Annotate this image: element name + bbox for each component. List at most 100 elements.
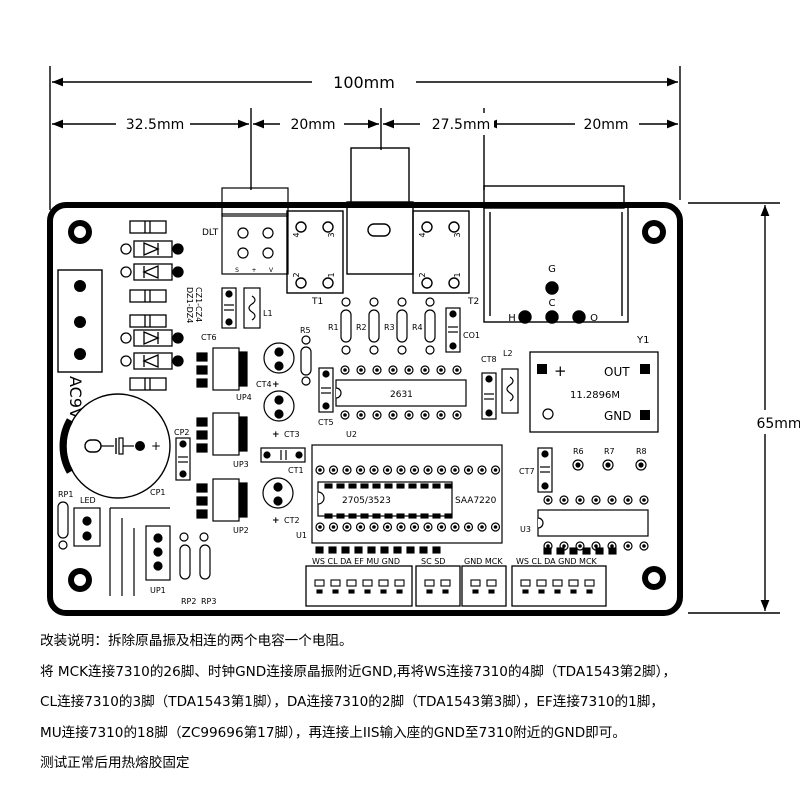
pin-hole-center — [466, 468, 471, 472]
resistors-r1-r4 — [340, 297, 436, 355]
pin-pad — [364, 589, 371, 594]
pin-hole-center — [358, 525, 363, 529]
zener-label-1: DZ1-DZ4 — [185, 287, 194, 323]
pin-hole-center — [359, 413, 363, 417]
l2-label: L2 — [503, 349, 513, 358]
pin-pad — [378, 579, 389, 587]
pin-hole-center — [594, 544, 598, 548]
t1-pin-2: 2 — [292, 272, 301, 277]
pin-hole-center — [391, 413, 395, 417]
pin-hole-center — [439, 368, 443, 372]
total-width-label: 100mm — [333, 73, 395, 92]
pin-hole-center — [480, 525, 484, 529]
diode-bridge — [120, 220, 184, 391]
pin-hole-center — [358, 468, 363, 472]
crystal-gnd-label: GND — [604, 409, 632, 423]
pin-pad — [324, 483, 333, 489]
pin-hole-center — [493, 525, 498, 529]
pin-hole-center — [466, 525, 471, 529]
ct2-plus: + — [272, 516, 280, 526]
pin-pad — [384, 513, 393, 519]
pin-pad — [362, 579, 373, 587]
pin-pad — [538, 589, 545, 594]
pin-hole-center — [345, 468, 349, 472]
ct8-l2 — [481, 368, 519, 420]
pin-pad — [348, 483, 357, 489]
ct4-label: CT4 — [256, 380, 272, 389]
ac9v-label: AC9V — [66, 376, 85, 419]
pin-hole-center — [359, 368, 363, 372]
r1-label: R1 — [328, 323, 339, 332]
ct7-label: CT7 — [519, 467, 535, 476]
regulators — [196, 347, 248, 522]
pin-pad — [552, 579, 563, 587]
pin-hole-center — [412, 468, 417, 472]
dlt-pin-v: V — [269, 267, 274, 274]
chip-saa-label: SAA7220 — [455, 496, 497, 506]
pin-pad — [332, 589, 339, 594]
pin-pad — [396, 589, 403, 594]
pin-pad — [472, 589, 479, 594]
pin-hole-center — [453, 525, 457, 529]
conn-1-label: WS CL DA EF MU GND — [312, 557, 400, 566]
pin-pad — [568, 579, 579, 587]
pin-hole-center — [480, 468, 484, 472]
pin-hole-center — [642, 544, 646, 548]
pin-pad — [316, 589, 323, 594]
pin-hole-center — [385, 468, 390, 472]
pin-pad — [556, 547, 565, 555]
pin-hole-center — [407, 413, 411, 417]
pin-hole-center — [331, 468, 336, 472]
pin-pad — [595, 547, 604, 555]
pin-hole-center — [331, 525, 336, 529]
zener-label-2: CZ1-CZ4 — [194, 287, 203, 322]
cp2-label: CP2 — [174, 428, 190, 437]
pin-pad — [315, 546, 324, 554]
pin-pad — [432, 513, 441, 519]
pin-hole-center — [385, 525, 390, 529]
pin-pad — [432, 546, 441, 554]
u2-chip — [335, 379, 467, 407]
ct6-l1 — [221, 287, 261, 329]
pin-pad — [582, 547, 591, 555]
pin-hole-center — [626, 544, 630, 548]
pin-hole-center — [439, 468, 444, 472]
pin-hole-center — [546, 498, 550, 502]
pin-pad — [393, 546, 402, 554]
note-line-2: 将 MCK连接7310的26脚、时钟GND连接原晶振附近GND,再将WS连接73… — [40, 663, 677, 680]
dim-height: 65mm — [756, 416, 800, 432]
ct4-plus: + — [272, 380, 280, 390]
chip-main-label: 2705/3523 — [342, 496, 391, 506]
ct8-label: CT8 — [481, 355, 497, 364]
pin-hole-center — [610, 544, 614, 548]
pin-hole-center — [343, 368, 347, 372]
pin-pad — [348, 513, 357, 519]
pin-hole-center — [343, 413, 347, 417]
pin-pad — [354, 546, 363, 554]
pin-pad — [486, 579, 497, 587]
pin-pad — [330, 579, 341, 587]
up3-label: UP3 — [233, 460, 249, 469]
pin-hole-center — [455, 413, 459, 417]
t1-pin-3: 3 — [327, 232, 336, 237]
rp3-label: RP3 — [201, 597, 216, 606]
note-line-5: 测试正常后用热熔胶固定 — [40, 755, 190, 771]
pin-pad — [584, 579, 595, 587]
r8-label: R8 — [636, 447, 647, 456]
pin-pad — [442, 589, 449, 594]
mounting-holes — [68, 220, 666, 592]
rp1-led-area — [57, 501, 101, 550]
pin-hole-center — [345, 525, 349, 529]
co1-label: CO1 — [463, 331, 480, 340]
pin-pad — [367, 546, 376, 554]
pin-pad — [522, 589, 529, 594]
co1-capacitor — [445, 307, 461, 353]
cp2-capacitor — [175, 437, 191, 481]
pin-hole-center — [578, 544, 582, 548]
connector-labels: WS CL DA EF MU GND SC SD GND MCK WS CL D… — [312, 557, 598, 566]
conn-4-label: WS CL DA GND MCK — [516, 557, 598, 566]
cp1-label: CP1 — [150, 488, 166, 497]
pin-pad — [394, 579, 405, 587]
transformer-t1 — [286, 210, 344, 294]
